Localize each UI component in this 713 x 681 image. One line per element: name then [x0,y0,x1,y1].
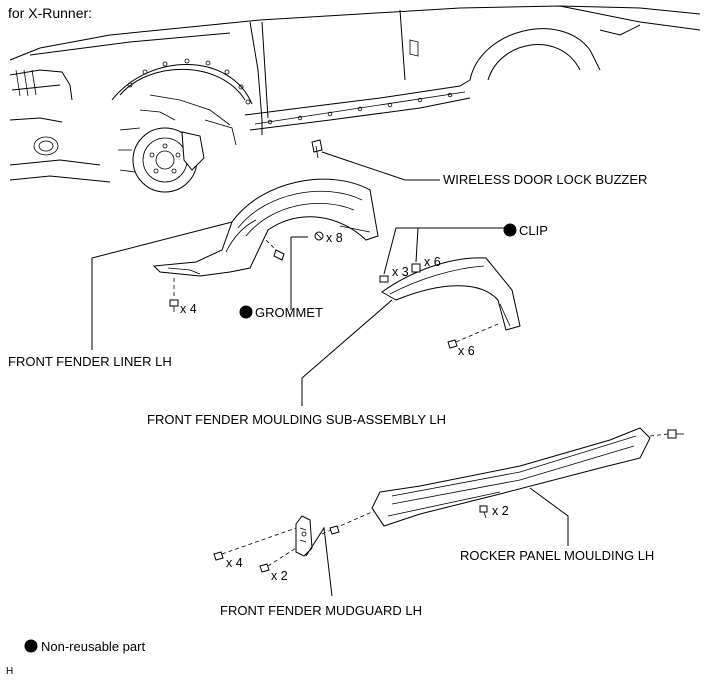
footer-code: H [6,666,13,677]
label-clip: CLIP [519,223,548,238]
mudguard-screw-icon-b [259,547,297,573]
leader-wireless-door-lock-buzzer [321,151,440,181]
grommet-part [265,239,285,261]
label-front-fender-liner: FRONT FENDER LINER LH [8,354,172,369]
legend-non-reusable-icon [24,639,38,653]
legend-text: Non-reusable part [41,639,145,654]
liner-clip-icon [314,231,324,241]
front-fender-liner-part [152,178,379,277]
moulding-clip-icon-a [379,275,389,283]
qty-moulding-screws: x 6 [458,344,475,358]
rocker-end-bolt-icon [649,429,684,439]
qty-mudguard-screws-a: x 4 [226,556,243,570]
front-fender-mudguard-part [295,515,313,557]
liner-screw-icon [169,299,179,312]
qty-liner-screws: x 4 [180,302,197,316]
leader-front-fender-moulding [301,299,393,406]
qty-rocker-screws: x 2 [492,504,509,518]
qty-moulding-clips-a: x 3 [392,265,409,279]
label-front-fender-mudguard: FRONT FENDER MUDGUARD LH [220,603,422,618]
label-front-fender-moulding: FRONT FENDER MOULDING SUB-ASSEMBLY LH [147,412,446,427]
diagram-heading: for X-Runner: [8,5,92,21]
rocker-screw-icon [479,505,488,519]
wireless-door-lock-buzzer-part [311,139,323,159]
non-reusable-mark-grommet [239,305,253,319]
mudguard-clip-icon [329,525,340,535]
vehicle-body-drawing [9,5,701,193]
mudguard-screw-icon-a [213,527,297,561]
leader-clip [383,227,505,275]
rocker-panel-moulding-part [371,427,651,527]
qty-moulding-clips-b: x 6 [424,255,441,269]
label-grommet: GROMMET [255,305,323,320]
moulding-screw-icon [447,323,499,349]
label-wireless-door-lock-buzzer: WIRELESS DOOR LOCK BUZZER [443,172,647,187]
moulding-clip-icon-b [411,263,421,273]
leader-front-fender-liner [91,221,233,350]
leader-rocker-panel-moulding [529,487,569,546]
label-rocker-panel-moulding: ROCKER PANEL MOULDING LH [460,548,654,563]
leader-front-fender-mudguard [305,526,333,597]
qty-liner-clips: x 8 [326,231,343,245]
qty-mudguard-screws-b: x 2 [271,569,288,583]
non-reusable-mark-clip [503,223,517,237]
